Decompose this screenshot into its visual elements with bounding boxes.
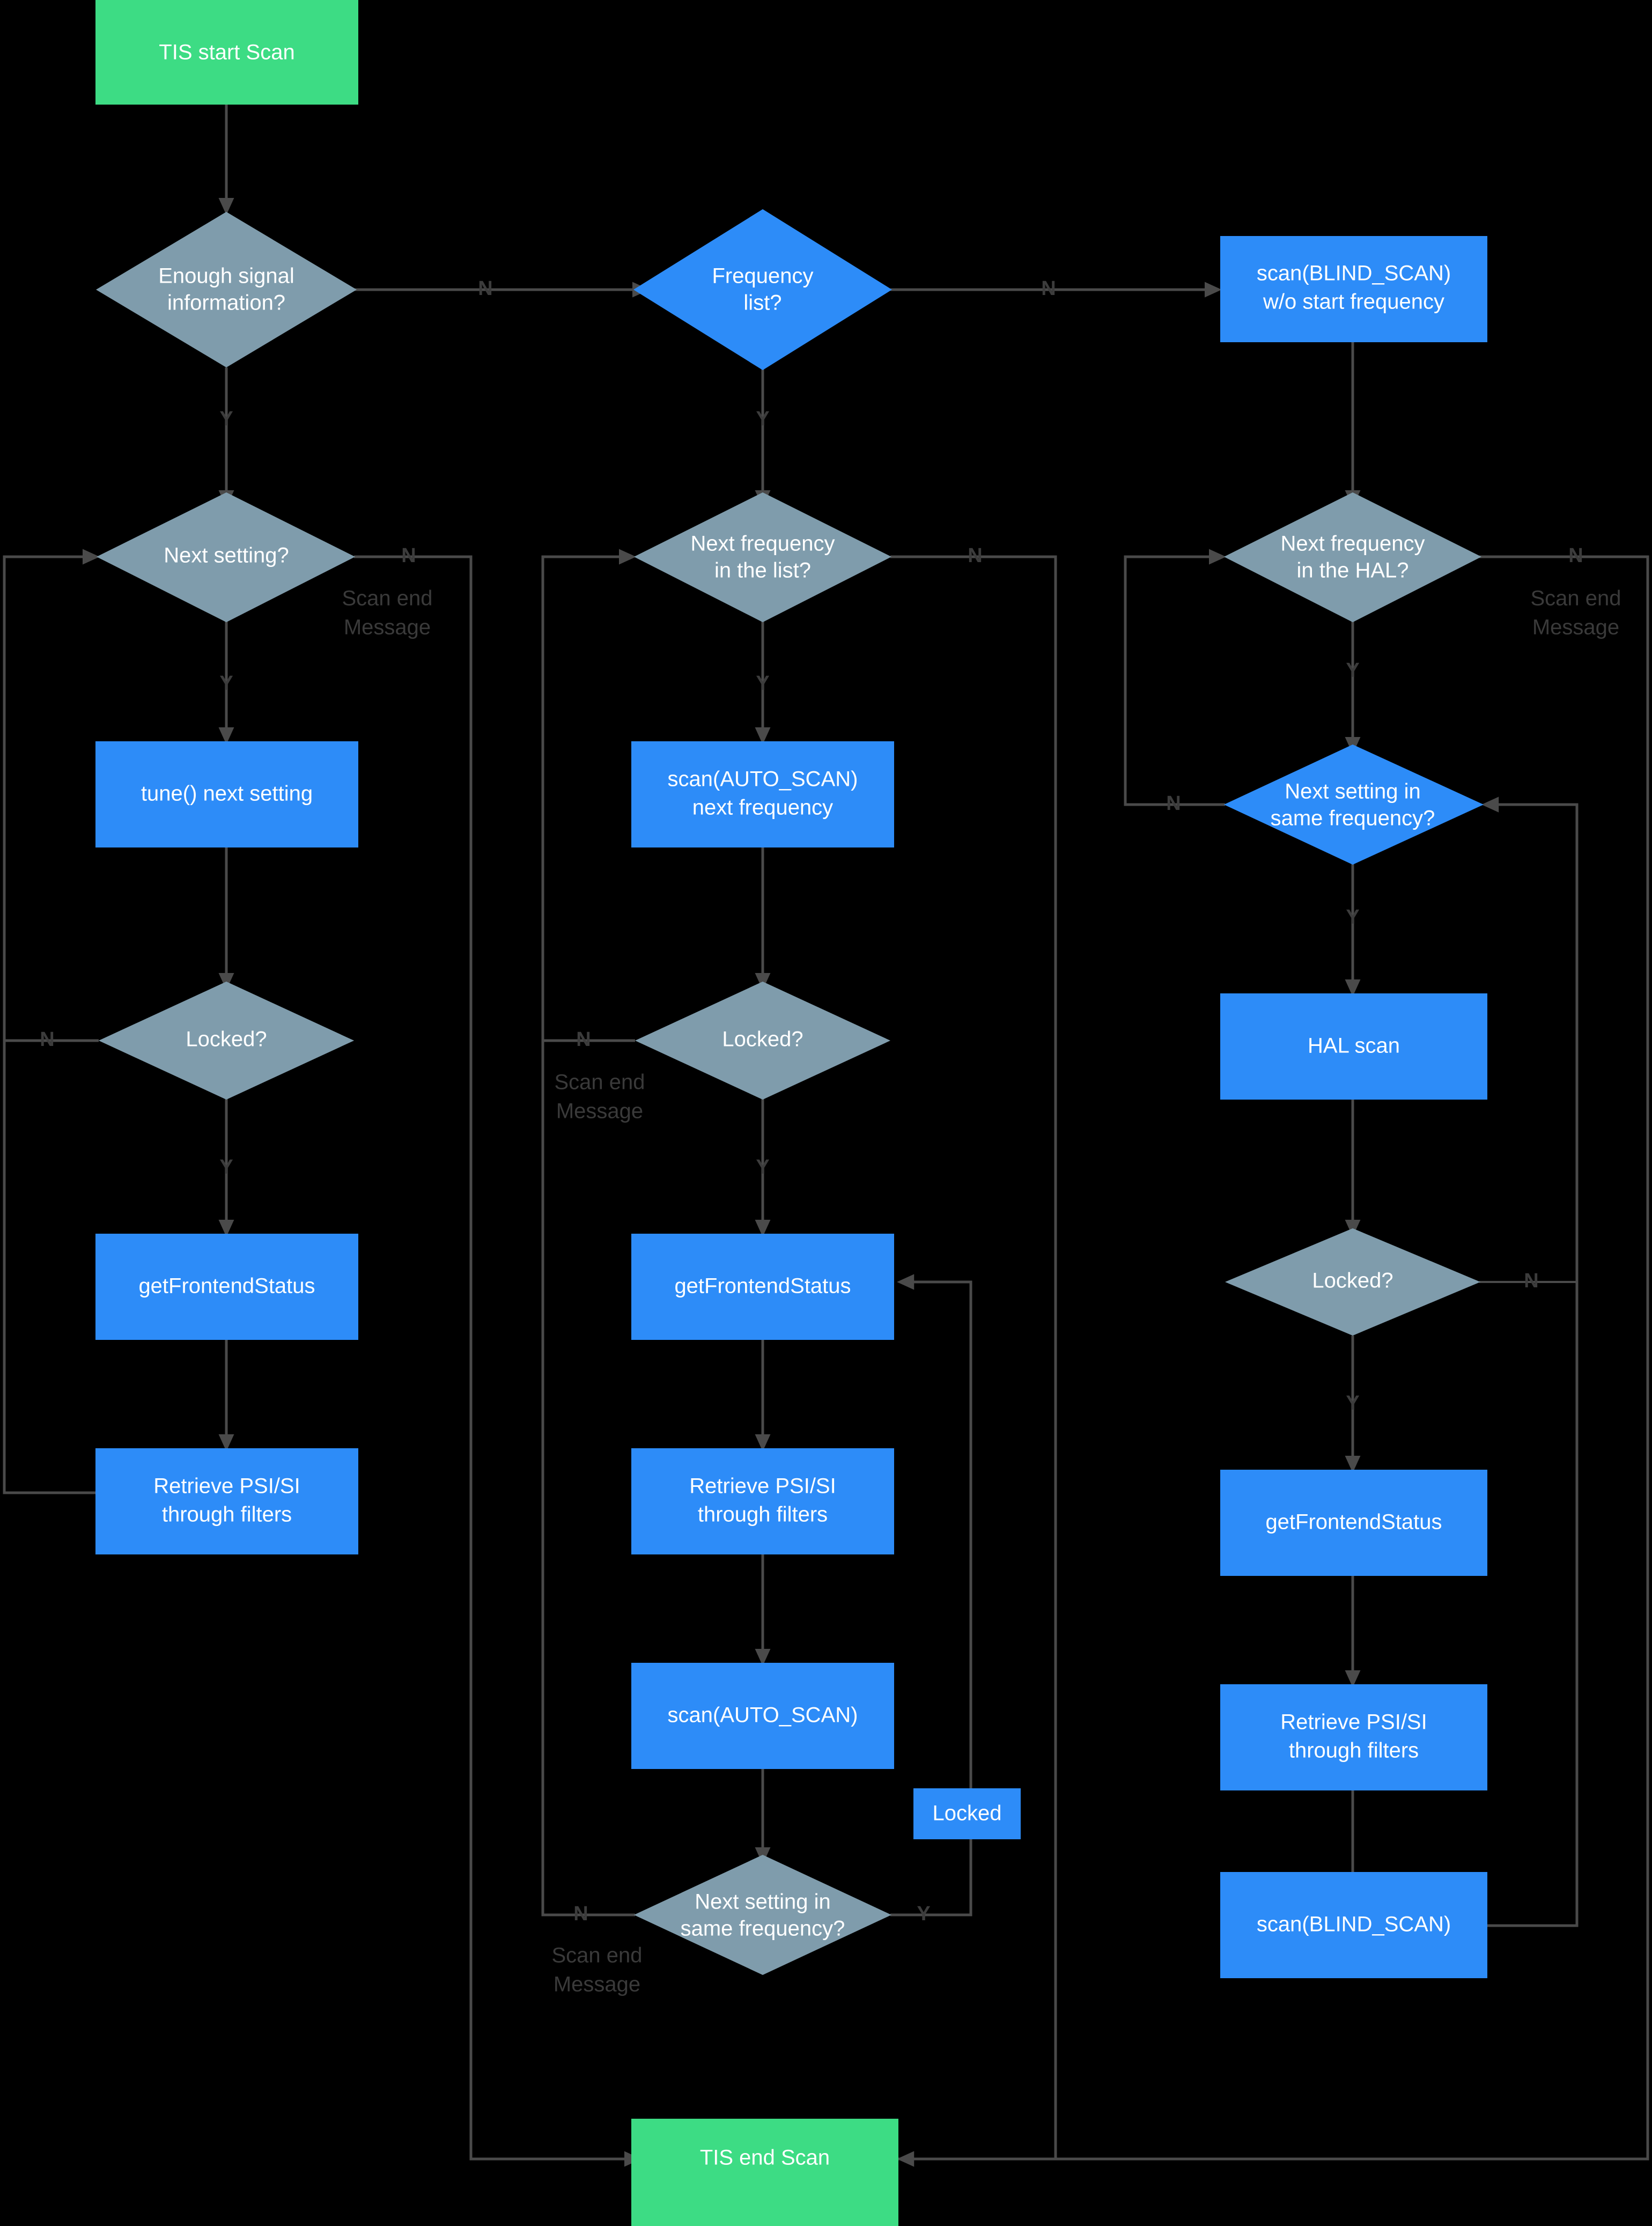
node-get-frontend-status-right[interactable]: getFrontendStatus [1220,1470,1487,1576]
edge-blindscan-right-loopback [1481,797,1579,1927]
edge-label-y-frequency-list: Y [756,408,769,430]
node-label: getFrontendStatus [674,1274,851,1298]
node-label-line2: in the list? [714,559,811,583]
node-label-line1: Next frequency [690,532,835,556]
node-label: getFrontendStatus [138,1274,315,1298]
edge-nextsetting-mid-yes [890,1274,972,1917]
edge-next-setting-no-to-end [354,555,641,2167]
node-next-frequency-in-the-hal[interactable]: Next frequency in the HAL? [1224,492,1481,622]
node-label: Locked? [1312,1269,1393,1293]
edge-label-n-locked-right: N [1524,1270,1538,1292]
node-label-line1: Retrieve PSI/SI [689,1475,836,1498]
node-tune-next-setting[interactable]: tune() next setting [95,741,358,847]
edge-locked-mid-no [541,549,636,1042]
node-label-line1: Next setting in [1285,780,1420,804]
node-retrieve-psi-si-left[interactable]: Retrieve PSI/SI through filters [95,1448,358,1554]
edge-label-y-next-freq-hal: Y [1346,659,1359,682]
edge-locked-left-no [3,549,100,1042]
note-scan-end-3-line1: Scan end [554,1071,645,1094]
node-locked-right[interactable]: Locked? [1225,1228,1480,1336]
node-label: tune() next setting [141,782,313,806]
node-label-line2: through filters [698,1503,828,1527]
node-label-line2: through filters [162,1503,292,1527]
node-frequency-list[interactable]: Frequency list? [633,209,892,370]
node-label: Locked [933,1802,1002,1825]
node-label-line1: Next frequency [1280,532,1425,556]
node-label: Locked? [186,1028,267,1051]
node-label: TIS start Scan [159,41,294,64]
edge-label-y-nextsetting-right: Y [1346,906,1359,928]
edge-label-n-frequency-list: N [1041,277,1056,300]
edge-nextsetting-right-no [1124,549,1226,806]
edge-psi-left-loopback [3,557,97,1494]
node-scan-blind-scan-wo-start-frequency[interactable]: scan(BLIND_SCAN) w/o start frequency [1220,236,1487,342]
node-next-setting-in-same-frequency-right[interactable]: Next setting in same frequency? [1224,745,1484,865]
note-scan-end-4-line2: Message [554,1973,640,1996]
node-get-frontend-status-left[interactable]: getFrontendStatus [95,1234,358,1340]
node-retrieve-psi-si-right[interactable]: Retrieve PSI/SI through filters [1220,1684,1487,1790]
node-get-frontend-status-mid[interactable]: getFrontendStatus [631,1234,894,1340]
node-hal-scan[interactable]: HAL scan [1220,993,1487,1100]
edge-label-y-locked-right: Y [1346,1392,1359,1414]
node-scan-blind-scan-right[interactable]: scan(BLIND_SCAN) [1220,1872,1487,1978]
node-label: getFrontendStatus [1265,1510,1442,1534]
edge-label-n-next-freq-hal: N [1568,544,1583,567]
note-scan-end-2-line2: Message [1532,616,1619,639]
edge-label-n-locked-left: N [40,1028,54,1051]
note-scan-end-3-line2: Message [556,1100,643,1123]
node-enough-signal-information[interactable]: Enough signal information? [96,212,357,367]
node-next-setting[interactable]: Next setting? [97,492,355,622]
node-locked-mid[interactable]: Locked? [635,982,890,1100]
node-label-line1: Frequency [712,264,814,288]
node-label: Locked? [722,1028,803,1051]
node-label-line2: next frequency [692,796,833,820]
edge-label-y-locked-mid: Y [756,1156,769,1178]
node-label-line2: in the HAL? [1296,559,1408,583]
edge-label-n-next-setting: N [401,544,416,567]
node-label: scan(AUTO_SCAN) [668,1704,858,1727]
edge-label-n-nextsetting-right: N [1166,792,1181,815]
note-scan-end-4-line1: Scan end [551,1944,642,1967]
node-label: Next setting? [164,544,289,567]
node-label-line1: scan(AUTO_SCAN) [668,768,858,791]
node-retrieve-psi-si-mid[interactable]: Retrieve PSI/SI through filters [631,1448,894,1554]
edge-label-y-next-setting: Y [219,672,233,695]
node-label-line1: Enough signal [158,264,294,288]
node-label-line2: list? [743,291,781,315]
node-locked-left[interactable]: Locked? [99,982,354,1100]
edge-label-n-next-freq-list: N [968,544,982,567]
edge-next-freq-hal-no-to-end [897,555,1649,2167]
node-label-line1: Retrieve PSI/SI [1280,1711,1427,1734]
node-next-setting-in-same-frequency-mid[interactable]: Next setting in same frequency? [634,1855,891,1975]
node-locked-badge[interactable]: Locked [913,1788,1021,1839]
node-label-line2: through filters [1289,1739,1419,1763]
node-label-line1: Next setting in [695,1890,830,1914]
edge-label-n-nextsetting-mid: N [573,1903,588,1925]
node-next-frequency-in-the-list[interactable]: Next frequency in the list? [634,492,891,622]
node-label-line2: w/o start frequency [1263,290,1444,314]
edge-label-y-next-freq-list: Y [756,672,769,695]
note-scan-end-1-line2: Message [344,616,431,639]
node-tis-start-scan[interactable]: TIS start Scan [95,0,358,105]
node-label: scan(BLIND_SCAN) [1257,1913,1451,1936]
node-tis-end-scan[interactable]: TIS end Scan [631,2119,898,2226]
node-label-line1: scan(BLIND_SCAN) [1257,262,1451,285]
node-label-line2: same frequency? [681,1917,845,1941]
edge-label-n-locked-mid: N [576,1028,591,1051]
edge-label-y-locked-left: Y [219,1156,233,1178]
note-scan-end-2-line1: Scan end [1530,587,1621,610]
edge-label-y-nextsetting-mid: Y [917,1903,930,1925]
note-scan-end-1-line1: Scan end [342,587,432,610]
node-scan-auto-scan-next-frequency[interactable]: scan(AUTO_SCAN) next frequency [631,741,894,847]
edge-label-n-enough-signal: N [478,277,492,300]
edge-nextsetting-mid-no [541,557,635,1917]
node-label: TIS end Scan [700,2146,830,2170]
node-label-line2: same frequency? [1271,807,1435,830]
node-label: HAL scan [1308,1034,1400,1058]
node-label-line2: information? [167,291,285,315]
node-scan-auto-scan[interactable]: scan(AUTO_SCAN) [631,1663,894,1769]
node-label-line1: Retrieve PSI/SI [153,1475,300,1498]
edge-label-y-enough-signal: Y [219,408,233,430]
